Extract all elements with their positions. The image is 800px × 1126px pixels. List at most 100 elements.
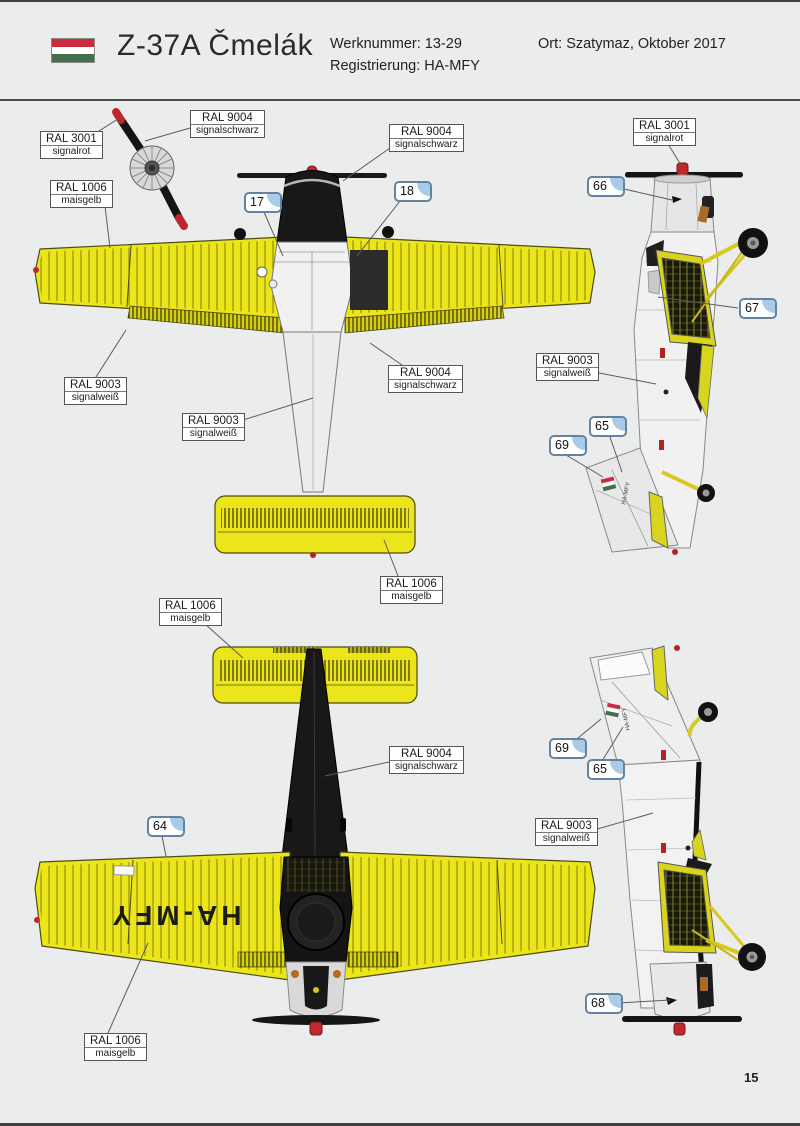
ral-code: RAL 9003 [70,379,121,391]
ral-code: RAL 9004 [401,748,452,760]
nav-light [33,267,39,273]
aircraft-title: Z-37A Čmelák [117,29,314,62]
elevator-tip-yellow [651,645,669,701]
main-gear [691,228,768,323]
ral-code: RAL 1006 [56,182,107,194]
propeller-tip-red [175,214,188,230]
page-header: Z-37A Čmelák Werknummer: 13-29 Registrie… [0,2,800,99]
venturi-right [382,226,394,238]
ral-code: RAL 9003 [542,355,593,367]
ral-name: signalrot [41,145,102,158]
intake-orange [697,205,710,223]
wing-foreshortened [657,829,717,954]
decal-callout-64: 64 [147,816,185,837]
ral-code: RAL 9003 [188,415,239,427]
header-divider [0,99,800,101]
ral-name: signalweiß [536,832,597,845]
top-rule [0,0,800,2]
ral-code: RAL 9004 [400,367,451,379]
fin-flag-marking [600,476,617,492]
side-view-upper: HA-MFY [585,162,768,555]
right-wing-bottom [339,851,596,981]
engine-cowl-bottom [279,856,353,963]
decal-callout-18: 18 [394,181,432,202]
ral-name: maisgelb [51,194,112,207]
spinner-red [309,1021,323,1036]
nav-light [34,917,40,923]
decal-callout-65: 65 [587,759,625,780]
hungarian-flag-icon [51,38,95,63]
aircraft-ids: Werknummer: 13-29 Registrierung: HA-MFY [330,34,480,78]
propeller-tip-red [112,108,125,124]
engine-cowl-black [276,170,348,243]
ral-code: RAL 1006 [386,578,437,590]
fin-registration: HA-MFY [621,482,632,506]
decal-callout-69: 69 [549,738,587,759]
decal-callout-67: 67 [739,298,777,319]
ral-name: signalschwarz [390,138,463,151]
spinner-red [673,1022,686,1036]
decal-callout-66: 66 [587,176,625,197]
decal-callout-69: 69 [549,435,587,456]
decal-callout-68: 68 [585,993,623,1014]
ral-name: maisgelb [381,590,442,603]
ral-name: maisgelb [85,1047,146,1060]
fin-flag-marking [605,702,621,718]
ral-name: maisgelb [160,612,221,625]
decal-callout-65: 65 [589,416,627,437]
ral-code: RAL 1006 [165,600,216,612]
leader-lines [95,116,739,1034]
ral-code: RAL 9004 [401,126,452,138]
tail-wheel [687,702,718,737]
page-number: 15 [744,1070,759,1085]
location-date: Ort: Szatymaz, Oktober 2017 [538,36,726,52]
left-wing [33,236,286,334]
tailplane-top [214,495,416,558]
werknummer: Werknummer: 13-29 [330,36,462,52]
top-view [33,165,596,558]
ral-code: RAL 9003 [541,820,592,832]
propeller-blades [252,1015,380,1025]
wing-foreshortened [655,249,717,419]
ral-code: RAL 3001 [639,120,690,132]
decal-callout-17: 17 [244,192,282,213]
ral-name: signalweiß [65,391,126,404]
wing-registration: HA-MFY [109,900,242,931]
left-wing-bottom: HA-MFY [34,851,291,981]
ral-name: signalweiß [183,427,244,440]
ral-code: RAL 3001 [46,133,97,145]
flag-stripe-red [52,39,94,47]
registrierung: Registrierung: HA-MFY [330,57,480,74]
ral-name: signalweiß [537,367,598,380]
ral-name: signalschwarz [390,760,463,773]
walkway-panel-black [350,250,388,310]
ral-code: RAL 9004 [202,112,253,124]
side-view-lower: HA-MFY [589,645,766,1036]
venturi-left [234,228,246,240]
spinner-red [676,162,689,176]
ral-name: signalrot [634,132,695,145]
ral-code: RAL 1006 [90,1035,141,1047]
bottom-view: HA-MFY [34,646,596,1036]
propeller-detail [112,108,188,230]
propeller-blades [622,1016,742,1022]
flag-stripe-white [52,46,94,55]
tail-fin: HA-MFY [589,647,701,766]
bottom-rule [0,1123,800,1126]
fin-registration: HA-MFY [621,707,632,731]
